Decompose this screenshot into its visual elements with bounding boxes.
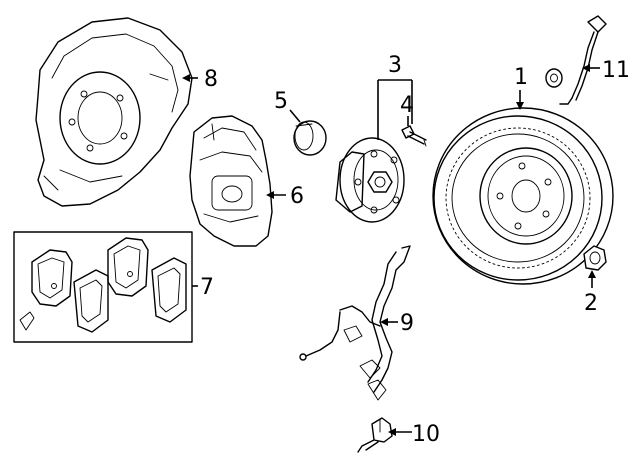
arrow-10 (388, 428, 396, 436)
arrow-1 (516, 102, 524, 110)
callout-9[interactable]: 9 (400, 311, 414, 336)
arrow-8 (182, 74, 190, 82)
abs-sensor[interactable] (357, 417, 393, 453)
callout-6[interactable]: 6 (290, 184, 304, 209)
lock-nut[interactable] (583, 245, 607, 271)
brake-caliper[interactable] (189, 115, 273, 247)
callout-2[interactable]: 2 (584, 291, 598, 316)
hub-bearing[interactable] (335, 137, 405, 223)
callout-8[interactable]: 8 (204, 67, 218, 92)
arrow-9 (380, 318, 388, 326)
callout-11[interactable]: 11 (602, 58, 630, 83)
brake-rotor[interactable] (432, 107, 614, 285)
callout-4[interactable]: 4 (400, 93, 414, 118)
arrow-2 (588, 270, 596, 278)
leader-3 (377, 79, 413, 140)
callout-5[interactable]: 5 (274, 89, 288, 114)
callout-1[interactable]: 1 (514, 65, 528, 90)
arrow-11 (582, 64, 590, 72)
pad-kit-box (13, 231, 193, 343)
arrow-6 (266, 191, 274, 199)
callout-3[interactable]: 3 (388, 53, 402, 78)
sensor-harness[interactable] (299, 245, 411, 401)
callout-7[interactable]: 7 (200, 275, 214, 300)
splash-shield[interactable] (35, 17, 193, 207)
brake-hose[interactable] (545, 15, 607, 105)
leader-5 (289, 109, 301, 123)
callout-10[interactable]: 10 (412, 422, 440, 447)
brake-pad-set[interactable] (19, 237, 187, 333)
dust-cap[interactable] (293, 120, 327, 156)
hub-bolt[interactable] (401, 125, 427, 147)
